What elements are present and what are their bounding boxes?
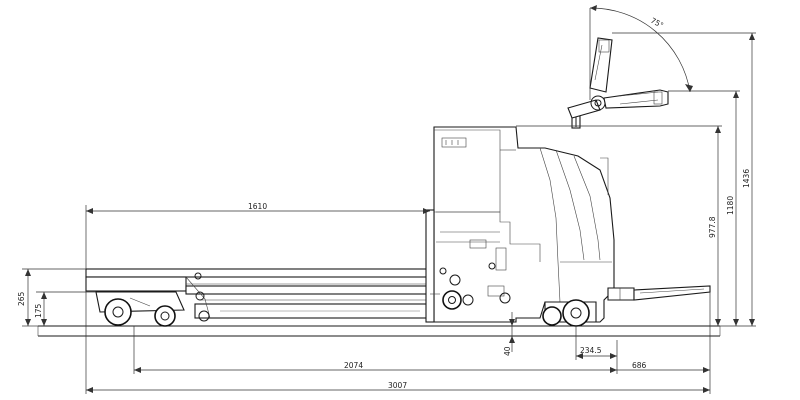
- overall-length-dimension: 3007: [85, 291, 710, 394]
- wheelbase-dimension: 2074: [133, 326, 617, 374]
- chassis-body: [425, 126, 615, 323]
- tiller-pivot-height-dimension: 1180: [668, 90, 740, 326]
- ground-line: [37, 325, 721, 337]
- tiller-max-height-label: 1436: [742, 169, 751, 188]
- drive-unit: [430, 262, 511, 310]
- drive-wheel-offset-label: 234.5: [580, 346, 602, 355]
- tiller-assembly: [567, 37, 669, 129]
- tiller-pivot-height-label: 1180: [726, 196, 735, 215]
- tiller-angle-arc: 75°: [589, 5, 693, 100]
- ground-clearance-dimension: 40: [503, 312, 515, 356]
- wheelbase-label: 2074: [344, 361, 363, 370]
- operator-platform: [607, 285, 711, 301]
- fork-height-label: 265: [17, 291, 26, 306]
- overall-length-label: 3007: [388, 381, 407, 390]
- load-wheels: [95, 291, 185, 327]
- front-overhang-label: 686: [632, 361, 647, 370]
- fork-height-dimensions: 265 175: [17, 268, 96, 327]
- fork-assembly: [85, 268, 432, 322]
- fork-length-dimension: 1610: [85, 202, 430, 269]
- drive-wheel: [542, 299, 597, 327]
- fork-length-label: 1610: [248, 202, 267, 211]
- drive-wheel-offset-dimension: 234.5: [575, 326, 617, 360]
- chassis-height-label: 977.8: [708, 216, 717, 238]
- ground-clearance-label: 40: [503, 346, 512, 356]
- fork-bottom-height-label: 175: [34, 303, 43, 318]
- tiller-max-height-dimension: 1436: [612, 32, 756, 327]
- front-overhang-dimension: 686: [616, 292, 711, 394]
- chassis-height-dimension: 977.8: [516, 125, 722, 326]
